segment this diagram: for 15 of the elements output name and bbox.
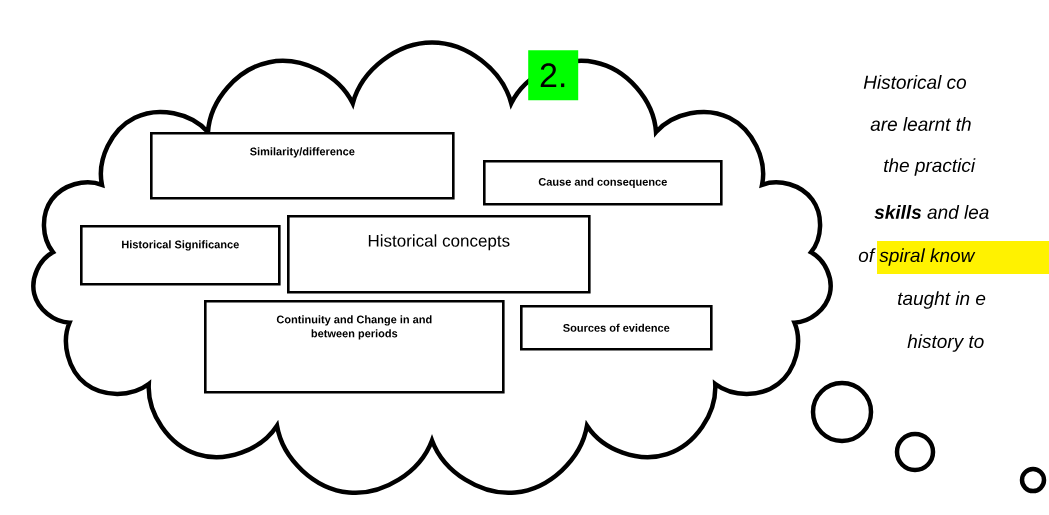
concept-box: Sources of evidence bbox=[520, 305, 713, 351]
note-text: are learnt th bbox=[870, 117, 971, 131]
note-text: skills and lea bbox=[874, 205, 989, 219]
note-text: Historical co bbox=[863, 75, 967, 89]
concept-box: Similarity/difference bbox=[150, 132, 455, 200]
note-text: the practici bbox=[884, 158, 976, 176]
thought-cloud bbox=[31, 40, 833, 496]
note-text: of spiral know bbox=[858, 248, 976, 266]
note-text: taught in e bbox=[898, 291, 986, 309]
note-text: history to bbox=[907, 334, 984, 352]
concept-box: Cause and consequence bbox=[483, 160, 723, 206]
concept-box: Historical Significance bbox=[80, 225, 281, 286]
number-badge: 2. bbox=[528, 50, 579, 101]
central-concept-box: Historical concepts bbox=[287, 215, 591, 294]
concept-box: Continuity and Change in and between periods bbox=[204, 300, 505, 394]
